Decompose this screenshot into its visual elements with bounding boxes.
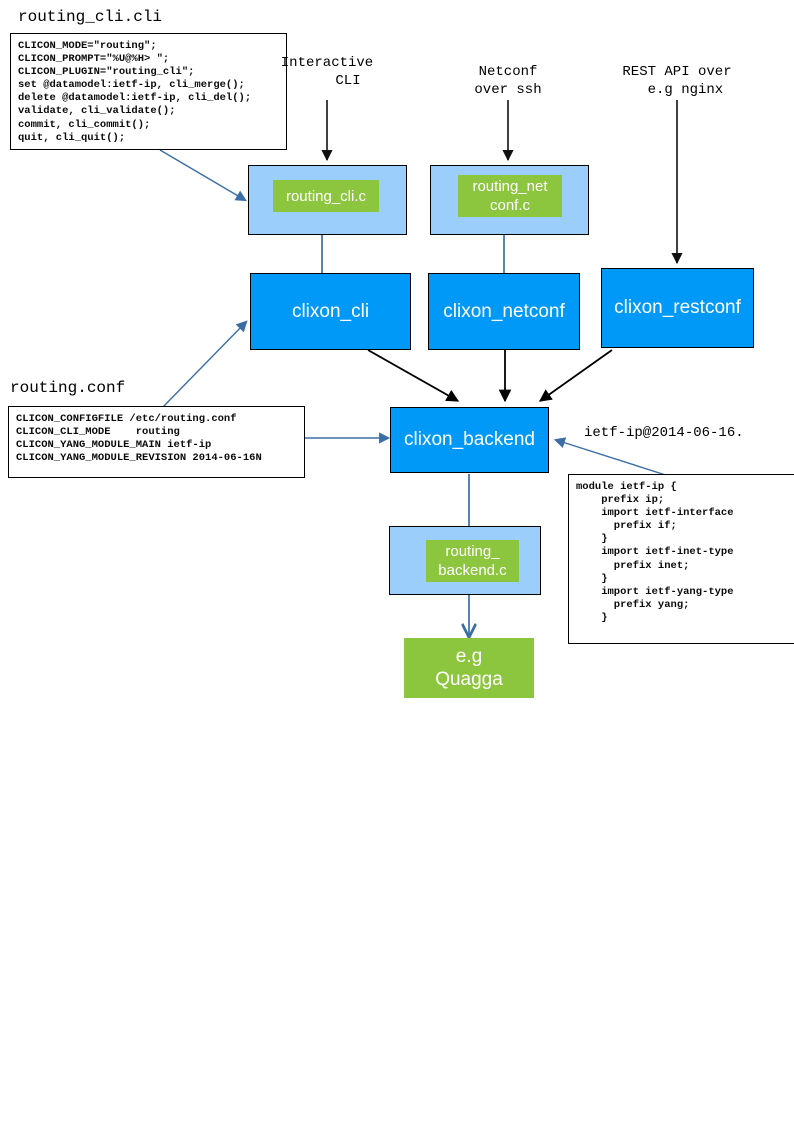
conf-file-code: CLICON_CONFIGFILE /etc/routing.conf CLIC…: [16, 413, 262, 465]
yang-file-box: module ietf-ip { prefix ip; import ietf-…: [568, 474, 794, 644]
plugin-netconf-label: routing_net conf.c: [458, 175, 562, 217]
clixon-netconf-label: clixon_netconf: [443, 300, 565, 322]
arrow-conf-file-to-clixon-cli: [159, 320, 248, 411]
arrow-cli-to-backend: [367, 349, 460, 402]
clixon-backend-label: clixon_backend: [404, 429, 535, 450]
yang-file-title: ietf-ip@2014-06-16.: [584, 425, 744, 441]
arrow-cli-file-to-plugin-cli: [159, 149, 247, 202]
node-clixon-backend[interactable]: clixon_backend: [390, 407, 549, 473]
clixon-cli-label: clixon_cli: [291, 300, 370, 322]
cli-file-code: CLICON_MODE="routing"; CLICON_PROMPT="%U…: [18, 40, 252, 144]
node-clixon-cli[interactable]: clixon_cli: [250, 273, 411, 350]
conf-file-title: routing.conf: [10, 379, 126, 397]
conf-file-box: CLICON_CONFIGFILE /etc/routing.conf CLIC…: [8, 406, 305, 478]
quagga-label: e.g Quagga: [435, 646, 503, 690]
cli-file-title: routing_cli.cli: [18, 8, 163, 26]
arrow-restconf-to-backend: [538, 349, 613, 402]
annotation-netconf-over-ssh: Netconf over ssh: [474, 64, 542, 98]
cli-file-box: CLICON_MODE="routing"; CLICON_PROMPT="%U…: [10, 33, 287, 150]
clixon-restconf-label: clixon_restconf: [614, 297, 741, 318]
plugin-backend-label: routing_ backend.c: [426, 540, 519, 582]
annotation-interactive-cli: Interactive CLI: [280, 55, 374, 89]
arrow-yang-to-backend: [553, 437, 676, 479]
plugin-host-backend[interactable]: routing_ backend.c: [389, 526, 541, 595]
plugin-host-cli[interactable]: routing_cli.c: [248, 165, 407, 235]
plugin-host-netconf[interactable]: routing_net conf.c: [430, 165, 589, 235]
node-clixon-restconf[interactable]: clixon_restconf: [601, 268, 754, 348]
node-clixon-netconf[interactable]: clixon_netconf: [428, 273, 580, 350]
plugin-cli-label: routing_cli.c: [273, 180, 379, 212]
node-quagga[interactable]: e.g Quagga: [404, 638, 534, 698]
yang-file-code: module ietf-ip { prefix ip; import ietf-…: [576, 481, 734, 624]
annotation-rest-api: REST API over e.g nginx: [622, 64, 732, 98]
